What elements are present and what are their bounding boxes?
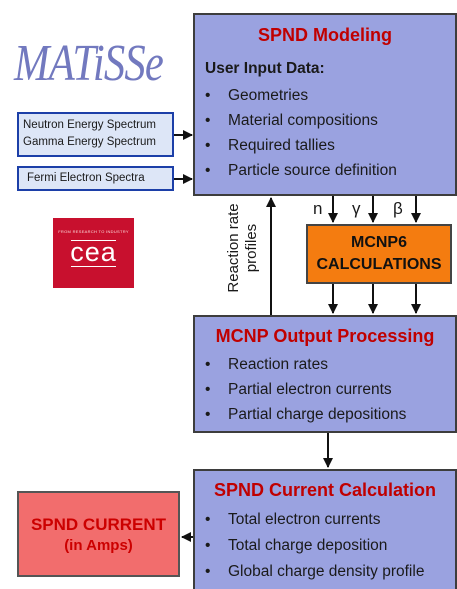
list-item: Partial charge depositions bbox=[195, 402, 455, 427]
beta-label: β bbox=[393, 199, 403, 218]
list-item: Geometries bbox=[195, 83, 455, 108]
mcnp6-title: MCNP6 bbox=[350, 234, 407, 251]
list-item: Total charge deposition bbox=[195, 533, 455, 559]
user-input-list: Geometries Material compositions Require… bbox=[195, 83, 455, 183]
cea-tagline: FROM RESEARCH TO INDUSTRY bbox=[58, 229, 129, 234]
spectrum-input-box: Neutron Energy Spectrum Gamma Energy Spe… bbox=[17, 112, 174, 157]
current-calculation-title: SPND Current Calculation bbox=[213, 480, 437, 500]
list-item: Particle source definition bbox=[195, 158, 455, 183]
list-item: Material compositions bbox=[195, 108, 455, 133]
gamma-spectrum-label: Gamma Energy Spectrum bbox=[23, 136, 156, 148]
output-processing-box: MCNP Output Processing Reaction rates Pa… bbox=[193, 315, 457, 433]
fermi-spectra-box: Fermi Electron Spectra bbox=[17, 166, 174, 191]
result-unit: (in Amps) bbox=[64, 537, 133, 554]
spnd-modeling-title: SPND Modeling bbox=[258, 25, 392, 45]
cea-logo-line-top bbox=[71, 240, 116, 241]
neutron-spectrum-label: Neutron Energy Spectrum bbox=[23, 119, 156, 131]
list-item: Reaction rates bbox=[195, 352, 455, 377]
neutron-label: n bbox=[313, 199, 323, 218]
cea-logo: FROM RESEARCH TO INDUSTRY cea bbox=[53, 218, 134, 288]
result-title: SPND CURRENT bbox=[30, 515, 167, 534]
list-item: Partial electron currents bbox=[195, 377, 455, 402]
mcnp6-subtitle: CALCULATIONS bbox=[316, 256, 442, 273]
output-processing-title: MCNP Output Processing bbox=[215, 326, 435, 346]
fermi-spectra-label: Fermi Electron Spectra bbox=[27, 172, 145, 184]
cea-logo-line-bottom bbox=[71, 266, 116, 267]
list-item: Total electron currents bbox=[195, 507, 455, 533]
cea-wordmark: cea bbox=[70, 237, 117, 267]
user-input-subtitle: User Input Data: bbox=[205, 60, 325, 77]
mcnp6-calculations-box: MCNP6 CALCULATIONS bbox=[306, 224, 452, 284]
list-item: Global charge density profile bbox=[195, 559, 455, 585]
current-calculation-list: Total electron currents Total charge dep… bbox=[195, 507, 455, 585]
spnd-modeling-box: SPND Modeling User Input Data: Geometrie… bbox=[193, 13, 457, 196]
gamma-label: γ bbox=[352, 199, 361, 218]
list-item: Required tallies bbox=[195, 133, 455, 158]
current-calculation-box: SPND Current Calculation Total electron … bbox=[193, 469, 457, 589]
matisse-logo: MATiSSe bbox=[14, 35, 164, 92]
output-processing-list: Reaction rates Partial electron currents… bbox=[195, 352, 455, 427]
spnd-current-result-box: SPND CURRENT (in Amps) bbox=[17, 491, 180, 577]
